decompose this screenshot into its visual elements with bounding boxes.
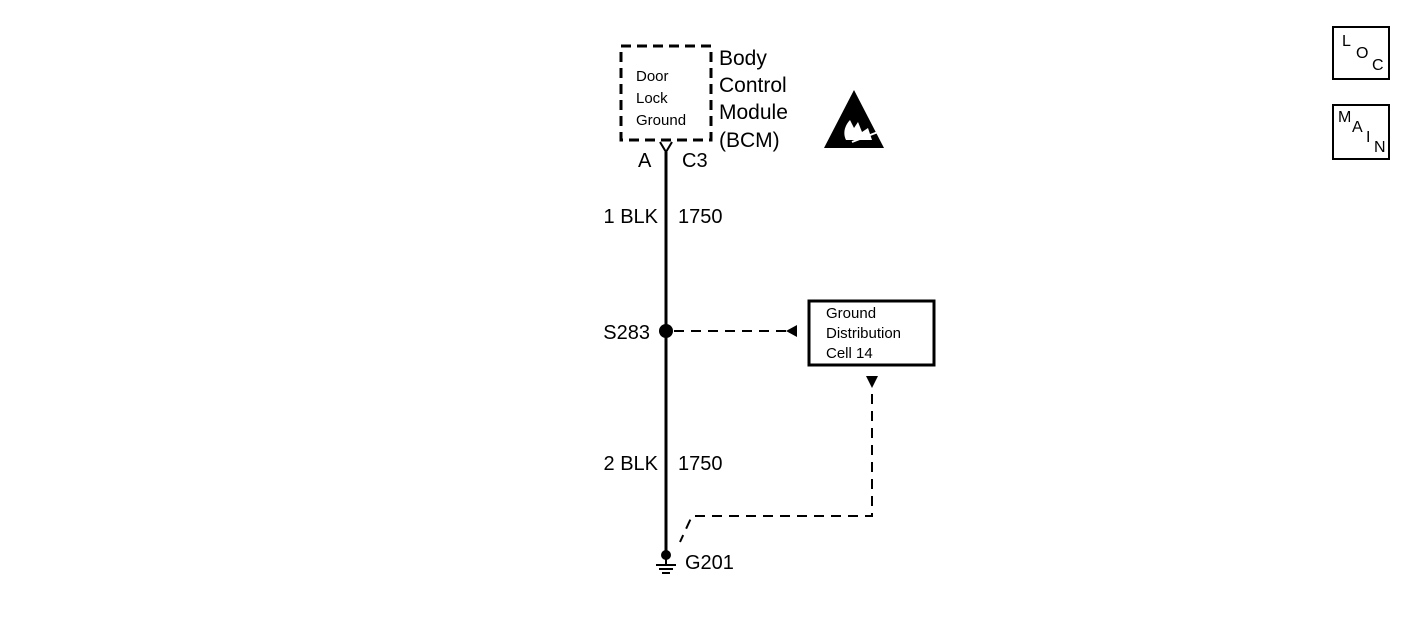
bcm-module-outline xyxy=(619,44,713,142)
connector-label: C3 xyxy=(682,150,708,172)
ground-reference-leader xyxy=(679,394,873,543)
reference-line-1: Ground xyxy=(826,305,876,322)
internal-label-line-3: Ground xyxy=(636,112,686,129)
main-letter-2: A xyxy=(1352,119,1363,136)
reference-box[interactable] xyxy=(807,299,936,367)
pin-label: A xyxy=(638,150,652,172)
main-letter-3: I xyxy=(1366,129,1371,146)
loc-letter-1: L xyxy=(1342,33,1351,50)
wire-1-gauge-color: 1 BLK xyxy=(604,206,659,228)
ground-symbol-icon xyxy=(656,558,676,574)
internal-label-line-1: Door xyxy=(636,68,669,85)
splice-label: S283 xyxy=(603,322,650,344)
reference-arrowhead xyxy=(786,325,797,337)
location-button[interactable]: L O C xyxy=(1332,26,1390,80)
main-menu-button[interactable]: M A I N xyxy=(1332,104,1390,160)
ground-connection-dot xyxy=(661,550,671,560)
connector-terminal xyxy=(659,141,673,154)
reference-down-arrowhead xyxy=(866,376,878,388)
splice-dot xyxy=(659,324,673,338)
ground-label: G201 xyxy=(685,552,734,574)
internal-label-line-2: Lock xyxy=(636,90,668,107)
ground-distribution-link[interactable]: Ground Distribution Cell 14 xyxy=(807,299,936,367)
main-letter-1: M xyxy=(1338,109,1352,126)
module-name-line-2: Control xyxy=(719,74,787,97)
loc-letter-2: O xyxy=(1356,45,1369,62)
wire-2-circuit: 1750 xyxy=(678,453,723,475)
wire-1-circuit: 1750 xyxy=(678,206,723,228)
reference-line-3: Cell 14 xyxy=(826,345,873,362)
module-name-line-4: (BCM) xyxy=(719,129,780,152)
electrostatic-discharge-warning-icon xyxy=(824,90,884,148)
loc-letter-3: C xyxy=(1372,57,1384,74)
main-letter-4: N xyxy=(1374,139,1386,156)
reference-line-2: Distribution xyxy=(826,325,901,342)
module-name-line-3: Module xyxy=(719,101,788,124)
module-name-line-1: Body xyxy=(719,47,767,70)
wire-2-gauge-color: 2 BLK xyxy=(604,453,659,475)
